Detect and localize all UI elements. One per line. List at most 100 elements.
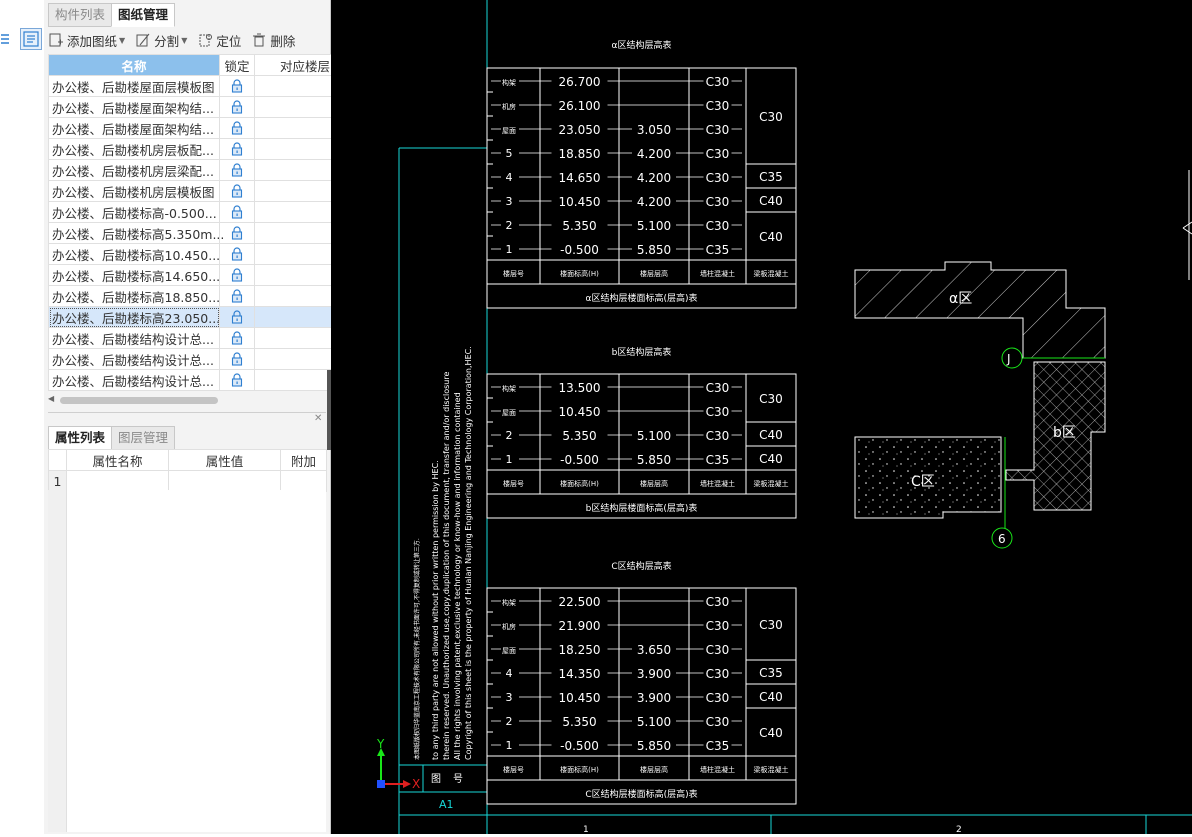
drawing-row[interactable]: 办公楼、后勘楼标高-0.500...	[48, 201, 356, 223]
drawing-name-cell[interactable]: 办公楼、后勘楼屋面架构结...	[48, 96, 220, 118]
drawing-row[interactable]: 办公楼、后勘楼屋面架构结...	[48, 96, 356, 118]
lock-icon[interactable]	[230, 184, 244, 198]
drawing-name-cell[interactable]: 办公楼、后勘楼屋面架构结...	[48, 117, 220, 139]
drawing-name-cell[interactable]: 办公楼、后勘楼标高14.650...	[48, 264, 220, 286]
list-view-icon[interactable]	[0, 28, 16, 50]
drawing-lock-cell[interactable]	[219, 117, 255, 139]
drawing-row[interactable]: 办公楼、后勘楼标高10.450...	[48, 243, 356, 265]
drawing-name-cell[interactable]: 办公楼、后勘楼标高10.450...	[48, 243, 220, 265]
column-header-name[interactable]: 名称	[48, 54, 220, 76]
grid-number-1: 1	[583, 825, 589, 835]
property-value-cell[interactable]	[168, 470, 281, 492]
lock-icon[interactable]	[230, 226, 244, 240]
lock-icon[interactable]	[230, 79, 244, 93]
drawing-lock-cell[interactable]	[219, 327, 255, 349]
tab-layer-management[interactable]: 图层管理	[111, 426, 176, 450]
property-row[interactable]: 1	[48, 470, 327, 492]
lock-icon[interactable]	[230, 247, 244, 261]
lock-icon[interactable]	[230, 289, 244, 303]
drawing-row[interactable]: 办公楼、后勘楼标高5.350m...	[48, 222, 356, 244]
drawing-name-cell[interactable]: 办公楼、后勘楼标高18.850...	[48, 285, 220, 307]
column-header-prop-name[interactable]: 属性名称	[66, 449, 169, 471]
drawing-name-cell[interactable]: 办公楼、后勘楼标高5.350m...	[48, 222, 224, 244]
drawing-lock-cell[interactable]	[219, 96, 255, 118]
column-header-lock[interactable]: 锁定	[219, 54, 255, 76]
drawing-table: 名称 锁定 对应楼层 办公楼、后勘楼屋面层模板图办公楼、后勘楼屋面架构结...办…	[48, 54, 356, 391]
delete-button[interactable]: 删除	[251, 31, 295, 50]
drawing-row[interactable]: 办公楼、后勘楼标高18.850...	[48, 285, 356, 307]
table-storey-height: 5.100	[637, 715, 671, 729]
lock-icon[interactable]	[230, 352, 244, 366]
label-mask	[501, 380, 519, 393]
drawing-lock-cell[interactable]	[219, 138, 255, 160]
horizontal-scroll-thumb[interactable]	[60, 397, 218, 404]
drawing-lock-cell[interactable]	[219, 243, 255, 265]
drawing-lock-cell[interactable]	[219, 369, 255, 391]
table-wall-concrete: C35	[706, 453, 730, 467]
add-drawing-button[interactable]: 添加图纸▼	[48, 31, 125, 50]
drawing-lock-cell[interactable]	[219, 264, 255, 286]
drawing-lock-cell[interactable]	[219, 180, 255, 202]
cad-canvas[interactable]: 图 号 A1 1 2 Copyright of this sheet is th…	[331, 0, 1192, 835]
lock-icon[interactable]	[230, 268, 244, 282]
drawing-name-cell[interactable]: 办公楼、后勘楼结构设计总...	[48, 369, 220, 391]
tab-drawing-management[interactable]: 图纸管理	[111, 3, 176, 27]
drawing-lock-cell[interactable]	[219, 201, 255, 223]
drawing-lock-cell[interactable]	[219, 285, 255, 307]
drawing-row[interactable]: 办公楼、后勘楼结构设计总...	[48, 369, 356, 391]
drawing-row[interactable]: 办公楼、后勘楼标高23.050...	[48, 306, 356, 328]
drawing-lock-cell[interactable]	[219, 348, 255, 370]
close-icon[interactable]: ✕	[314, 413, 323, 424]
label-mask	[703, 641, 732, 656]
horizontal-scrollbar[interactable]: ◀ ▶	[48, 393, 354, 407]
drawing-lock-cell[interactable]	[219, 306, 255, 328]
label-mask	[703, 241, 732, 256]
drawing-name-cell[interactable]: 办公楼、后勘楼结构设计总...	[48, 348, 220, 370]
drawing-row[interactable]: 办公楼、后勘楼结构设计总...	[48, 348, 356, 370]
drawing-row[interactable]: 办公楼、后勘楼屋面层模板图	[48, 75, 356, 97]
drawing-name-cell[interactable]: 办公楼、后勘楼屋面层模板图	[48, 75, 220, 97]
drawing-name-cell[interactable]: 办公楼、后勘楼机房层板配...	[48, 138, 220, 160]
cad-drawing[interactable]: 图 号 A1 1 2 Copyright of this sheet is th…	[331, 0, 1192, 835]
tab-component-list[interactable]: 构件列表	[48, 3, 113, 27]
column-header-prop-value[interactable]: 属性值	[168, 449, 281, 471]
drawing-lock-cell[interactable]	[219, 75, 255, 97]
drawing-name-cell[interactable]: 办公楼、后勘楼结构设计总...	[48, 327, 220, 349]
lock-icon[interactable]	[230, 373, 244, 387]
column-header-floor[interactable]: 对应楼层	[254, 54, 356, 76]
split-button[interactable]: 分割▼	[135, 31, 187, 50]
table-storey-height: 4.200	[637, 195, 671, 209]
detail-view-icon[interactable]	[20, 28, 42, 50]
drawing-name-cell[interactable]: 办公楼、后勘楼机房层梁配...	[48, 159, 220, 181]
lock-icon[interactable]	[230, 121, 244, 135]
drawing-lock-cell[interactable]	[219, 159, 255, 181]
tab-property-list[interactable]: 属性列表	[48, 426, 113, 450]
frame-cell-1: 图	[431, 773, 441, 785]
scroll-left-icon[interactable]: ◀	[48, 394, 55, 403]
property-name-cell[interactable]	[66, 470, 169, 492]
drawing-row[interactable]: 办公楼、后勘楼机房层梁配...	[48, 159, 356, 181]
lock-icon[interactable]	[230, 205, 244, 219]
label-mask	[632, 121, 676, 136]
locate-button[interactable]: 定位	[197, 31, 241, 50]
property-table: 属性名称 属性值 附加 1	[48, 449, 327, 492]
drawing-name-cell[interactable]: 办公楼、后勘楼标高23.050...	[48, 306, 220, 328]
lock-icon[interactable]	[230, 142, 244, 156]
drawing-name-cell[interactable]: 办公楼、后勘楼标高-0.500...	[48, 201, 220, 223]
drawing-row[interactable]: 办公楼、后勘楼机房层模板图	[48, 180, 356, 202]
lock-icon[interactable]	[230, 163, 244, 177]
table-storey-height: 5.100	[637, 219, 671, 233]
drawing-row[interactable]: 办公楼、后勘楼标高14.650...	[48, 264, 356, 286]
drawing-row[interactable]: 办公楼、后勘楼机房层板配...	[48, 138, 356, 160]
panel-splitter[interactable]	[327, 370, 331, 450]
drawing-lock-cell[interactable]	[219, 222, 255, 244]
column-header-prop-extra[interactable]: 附加	[280, 449, 327, 471]
drawing-name-cell[interactable]: 办公楼、后勘楼机房层模板图	[48, 180, 220, 202]
lock-icon[interactable]	[230, 331, 244, 345]
lock-icon[interactable]	[230, 310, 244, 324]
drawing-row[interactable]: 办公楼、后勘楼屋面架构结...	[48, 117, 356, 139]
property-extra-cell[interactable]	[280, 470, 327, 492]
drawing-row[interactable]: 办公楼、后勘楼结构设计总...	[48, 327, 356, 349]
lock-icon[interactable]	[230, 100, 244, 114]
axis-label-6: 6	[998, 532, 1006, 546]
